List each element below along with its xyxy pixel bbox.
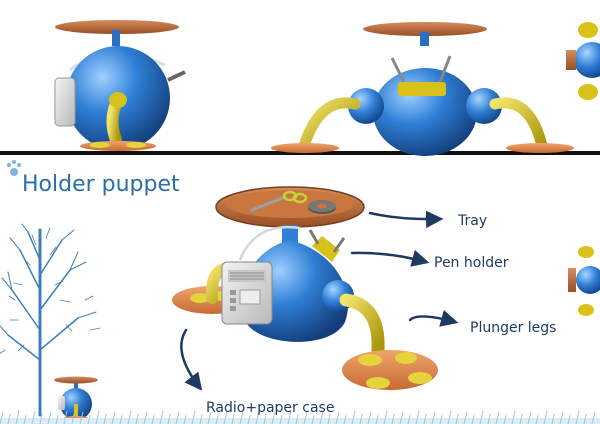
arrow-plunger-legs xyxy=(408,309,459,327)
pen xyxy=(332,237,346,253)
tray-stem xyxy=(282,225,298,245)
leg-joint xyxy=(578,304,594,316)
tray-disc xyxy=(568,268,576,292)
puppet-small-thumbnail xyxy=(54,376,98,420)
arrow-tray xyxy=(368,210,444,229)
toe xyxy=(395,352,417,364)
paw-icon xyxy=(7,160,21,176)
pen xyxy=(308,229,320,245)
grass-strip xyxy=(0,409,600,424)
leg xyxy=(489,97,548,152)
pen-holder-cup xyxy=(312,236,340,262)
puppet-main xyxy=(172,186,438,390)
leg-joint xyxy=(578,84,598,100)
leg xyxy=(339,293,385,357)
tray-disc xyxy=(363,22,487,36)
toe xyxy=(126,142,146,148)
radio-box xyxy=(54,77,76,127)
body-ball xyxy=(373,68,477,156)
pen xyxy=(438,55,452,83)
toe xyxy=(366,377,390,389)
tray-stem xyxy=(74,383,78,391)
callout-arrows xyxy=(180,210,459,391)
tree-illustration xyxy=(0,223,101,417)
top-view-strip xyxy=(0,20,600,156)
puppet-side-view xyxy=(54,20,186,151)
pen xyxy=(390,57,406,83)
tape-roll-icon xyxy=(308,200,336,214)
toe xyxy=(90,142,110,148)
pen-holder-cup xyxy=(398,82,446,96)
leg-joint xyxy=(109,92,127,108)
puppet-partial-right xyxy=(566,22,600,100)
label-plunger-legs: Plunger legs xyxy=(470,320,557,336)
label-radio-case: Radio+paper case xyxy=(206,400,335,416)
plunger-pad xyxy=(271,143,339,153)
shoulder-ball xyxy=(348,88,384,124)
puppet-partial-right-lower xyxy=(568,246,600,316)
body-ball xyxy=(576,266,600,294)
radio-box xyxy=(58,396,65,410)
tray-disc xyxy=(54,376,98,384)
plunger-pad xyxy=(342,350,438,390)
toe xyxy=(408,372,432,384)
handle-wire xyxy=(238,225,301,261)
leg-joint xyxy=(578,22,598,38)
plunger-pad xyxy=(506,143,574,153)
ground-line xyxy=(0,151,600,155)
toe xyxy=(190,293,210,303)
shoulder-ball xyxy=(466,88,502,124)
tray-disc xyxy=(566,50,576,70)
toe xyxy=(358,354,382,366)
tray-disc xyxy=(55,20,179,34)
tray-stem xyxy=(112,30,120,46)
arrow-pen-holder xyxy=(350,249,430,267)
scissors-icon xyxy=(250,190,308,212)
tray-stem xyxy=(420,32,429,46)
label-tray: Tray xyxy=(458,213,488,229)
leg xyxy=(298,97,361,152)
puppet-front-view xyxy=(271,22,574,156)
arrow-radio-case xyxy=(180,328,203,391)
radio-case xyxy=(221,261,273,325)
leg-joint xyxy=(578,246,594,258)
label-pen-holder: Pen holder xyxy=(434,255,509,271)
pen xyxy=(167,70,186,82)
body-ball xyxy=(574,42,600,78)
page-title: Holder puppet xyxy=(22,172,180,197)
